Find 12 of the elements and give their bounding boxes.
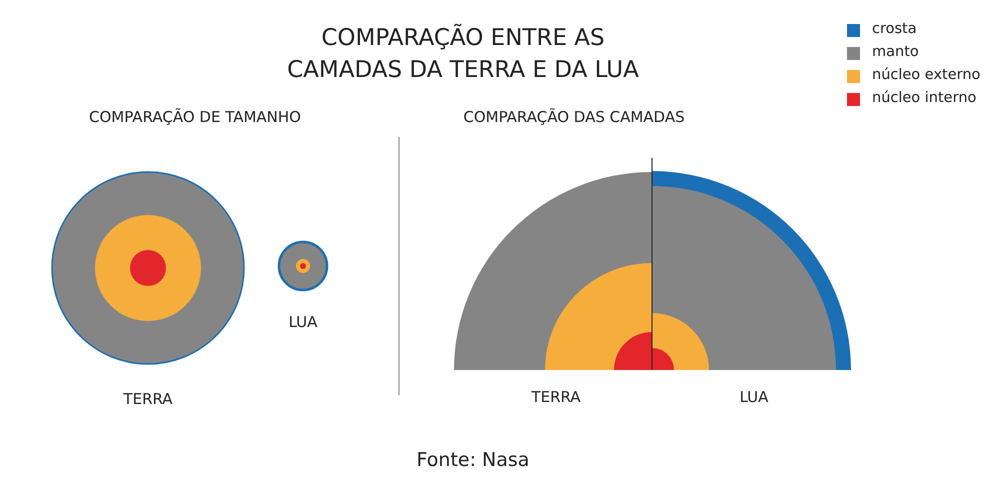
planet-label: TERRA xyxy=(531,388,581,406)
source-caption: Fonte: Nasa xyxy=(416,449,530,471)
planet-label: TERRA xyxy=(123,390,173,408)
planet-label: LUA xyxy=(288,313,318,331)
legend-label: núcleo interno xyxy=(872,90,976,106)
planet-label: LUA xyxy=(740,388,768,406)
title: COMPARAÇÃO ENTRE AS CAMADAS DA TERRA E DA LUA xyxy=(286,22,640,85)
legend-label: crosta xyxy=(872,21,917,37)
legend-label: núcleo externo xyxy=(872,67,980,83)
legend-label: manto xyxy=(872,44,919,60)
section-heading: COMPARAÇÃO DE TAMANHO xyxy=(89,108,301,126)
section-heading: COMPARAÇÃO DAS CAMADAS xyxy=(463,108,685,126)
